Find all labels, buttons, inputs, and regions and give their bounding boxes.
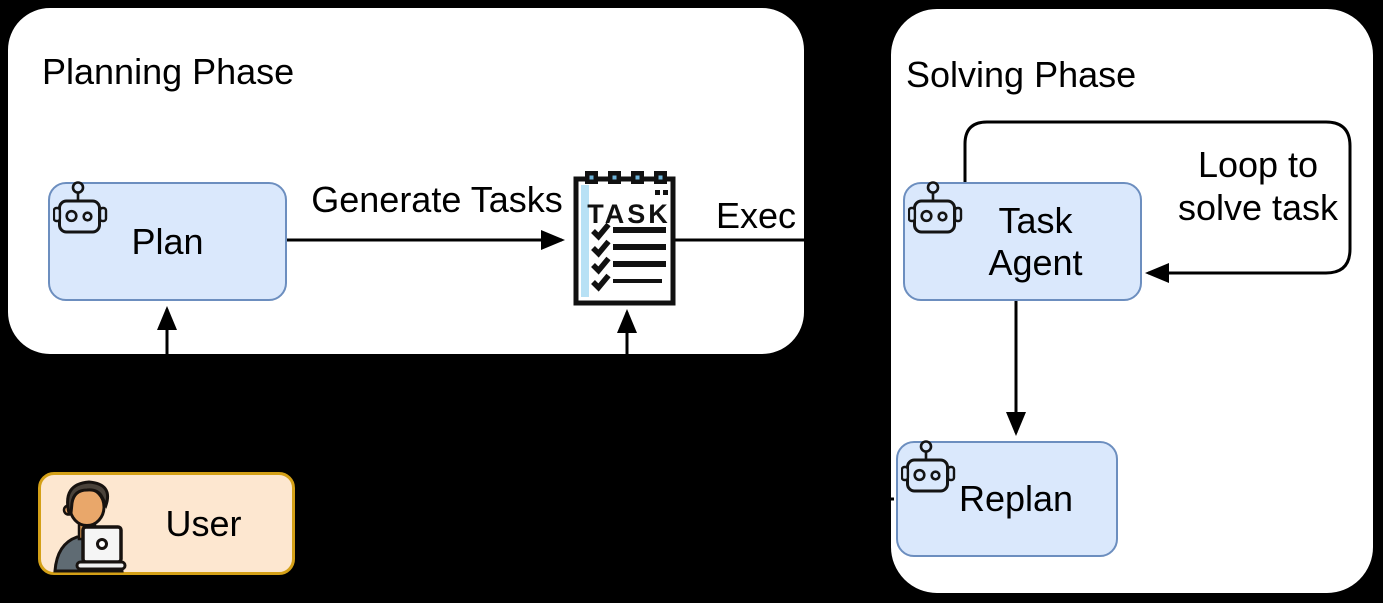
plan-agent-node: Plan (48, 181, 287, 301)
robot-icon (908, 181, 963, 234)
user-node-label: User (165, 502, 242, 544)
planning-phase-title: Planning Phase (42, 51, 295, 92)
exec-label: Exec (716, 195, 797, 236)
task-agent-node: Task Agent (903, 181, 1142, 301)
plan-node-label: Plan (131, 220, 204, 262)
task-checklist-icon: TASK (573, 171, 676, 306)
robot-icon (53, 181, 108, 234)
generate-tasks-label: Generate Tasks (311, 179, 563, 220)
replan-agent-node: Replan (896, 440, 1118, 557)
task-icon-heading: TASK (587, 199, 671, 229)
loop-to-solve-task-label: Loop to solve task (1177, 144, 1339, 228)
user-node: User (38, 472, 295, 575)
replan-node-label: Replan (958, 478, 1074, 519)
robot-icon (901, 440, 956, 493)
person-at-laptop-icon (53, 480, 127, 573)
solving-phase-title: Solving Phase (906, 54, 1137, 95)
